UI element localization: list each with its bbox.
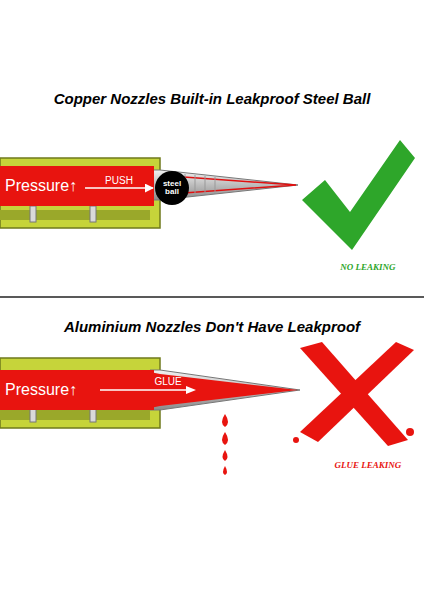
pressure-label: Pressure↑: [5, 380, 77, 400]
glue-gun-top: [0, 158, 298, 228]
ball-label: steel ball: [155, 180, 189, 196]
pressure-box: Pressure↑: [0, 374, 83, 406]
pressure-box: Pressure↑: [0, 170, 83, 202]
heading: Copper Nozzles Built-in Leakproof Steel …: [0, 90, 424, 107]
steel-ball: steel ball: [155, 171, 189, 205]
glue-gun-bottom: [0, 358, 300, 428]
push-arrow: [85, 187, 153, 189]
glue-drips: [222, 414, 228, 475]
pressure-label: Pressure↑: [5, 176, 77, 196]
status-note: NO LEAKING: [318, 262, 418, 272]
cross-mark: [293, 342, 414, 446]
heading: Aluminium Nozzles Don't Have Leakproof: [0, 318, 424, 335]
check-mark: [302, 140, 415, 250]
status-note: GLUE LEAKING: [318, 460, 418, 470]
edge-label: PUSH: [103, 175, 135, 186]
divider: [0, 296, 424, 298]
flow-label: GLUE: [148, 376, 188, 387]
